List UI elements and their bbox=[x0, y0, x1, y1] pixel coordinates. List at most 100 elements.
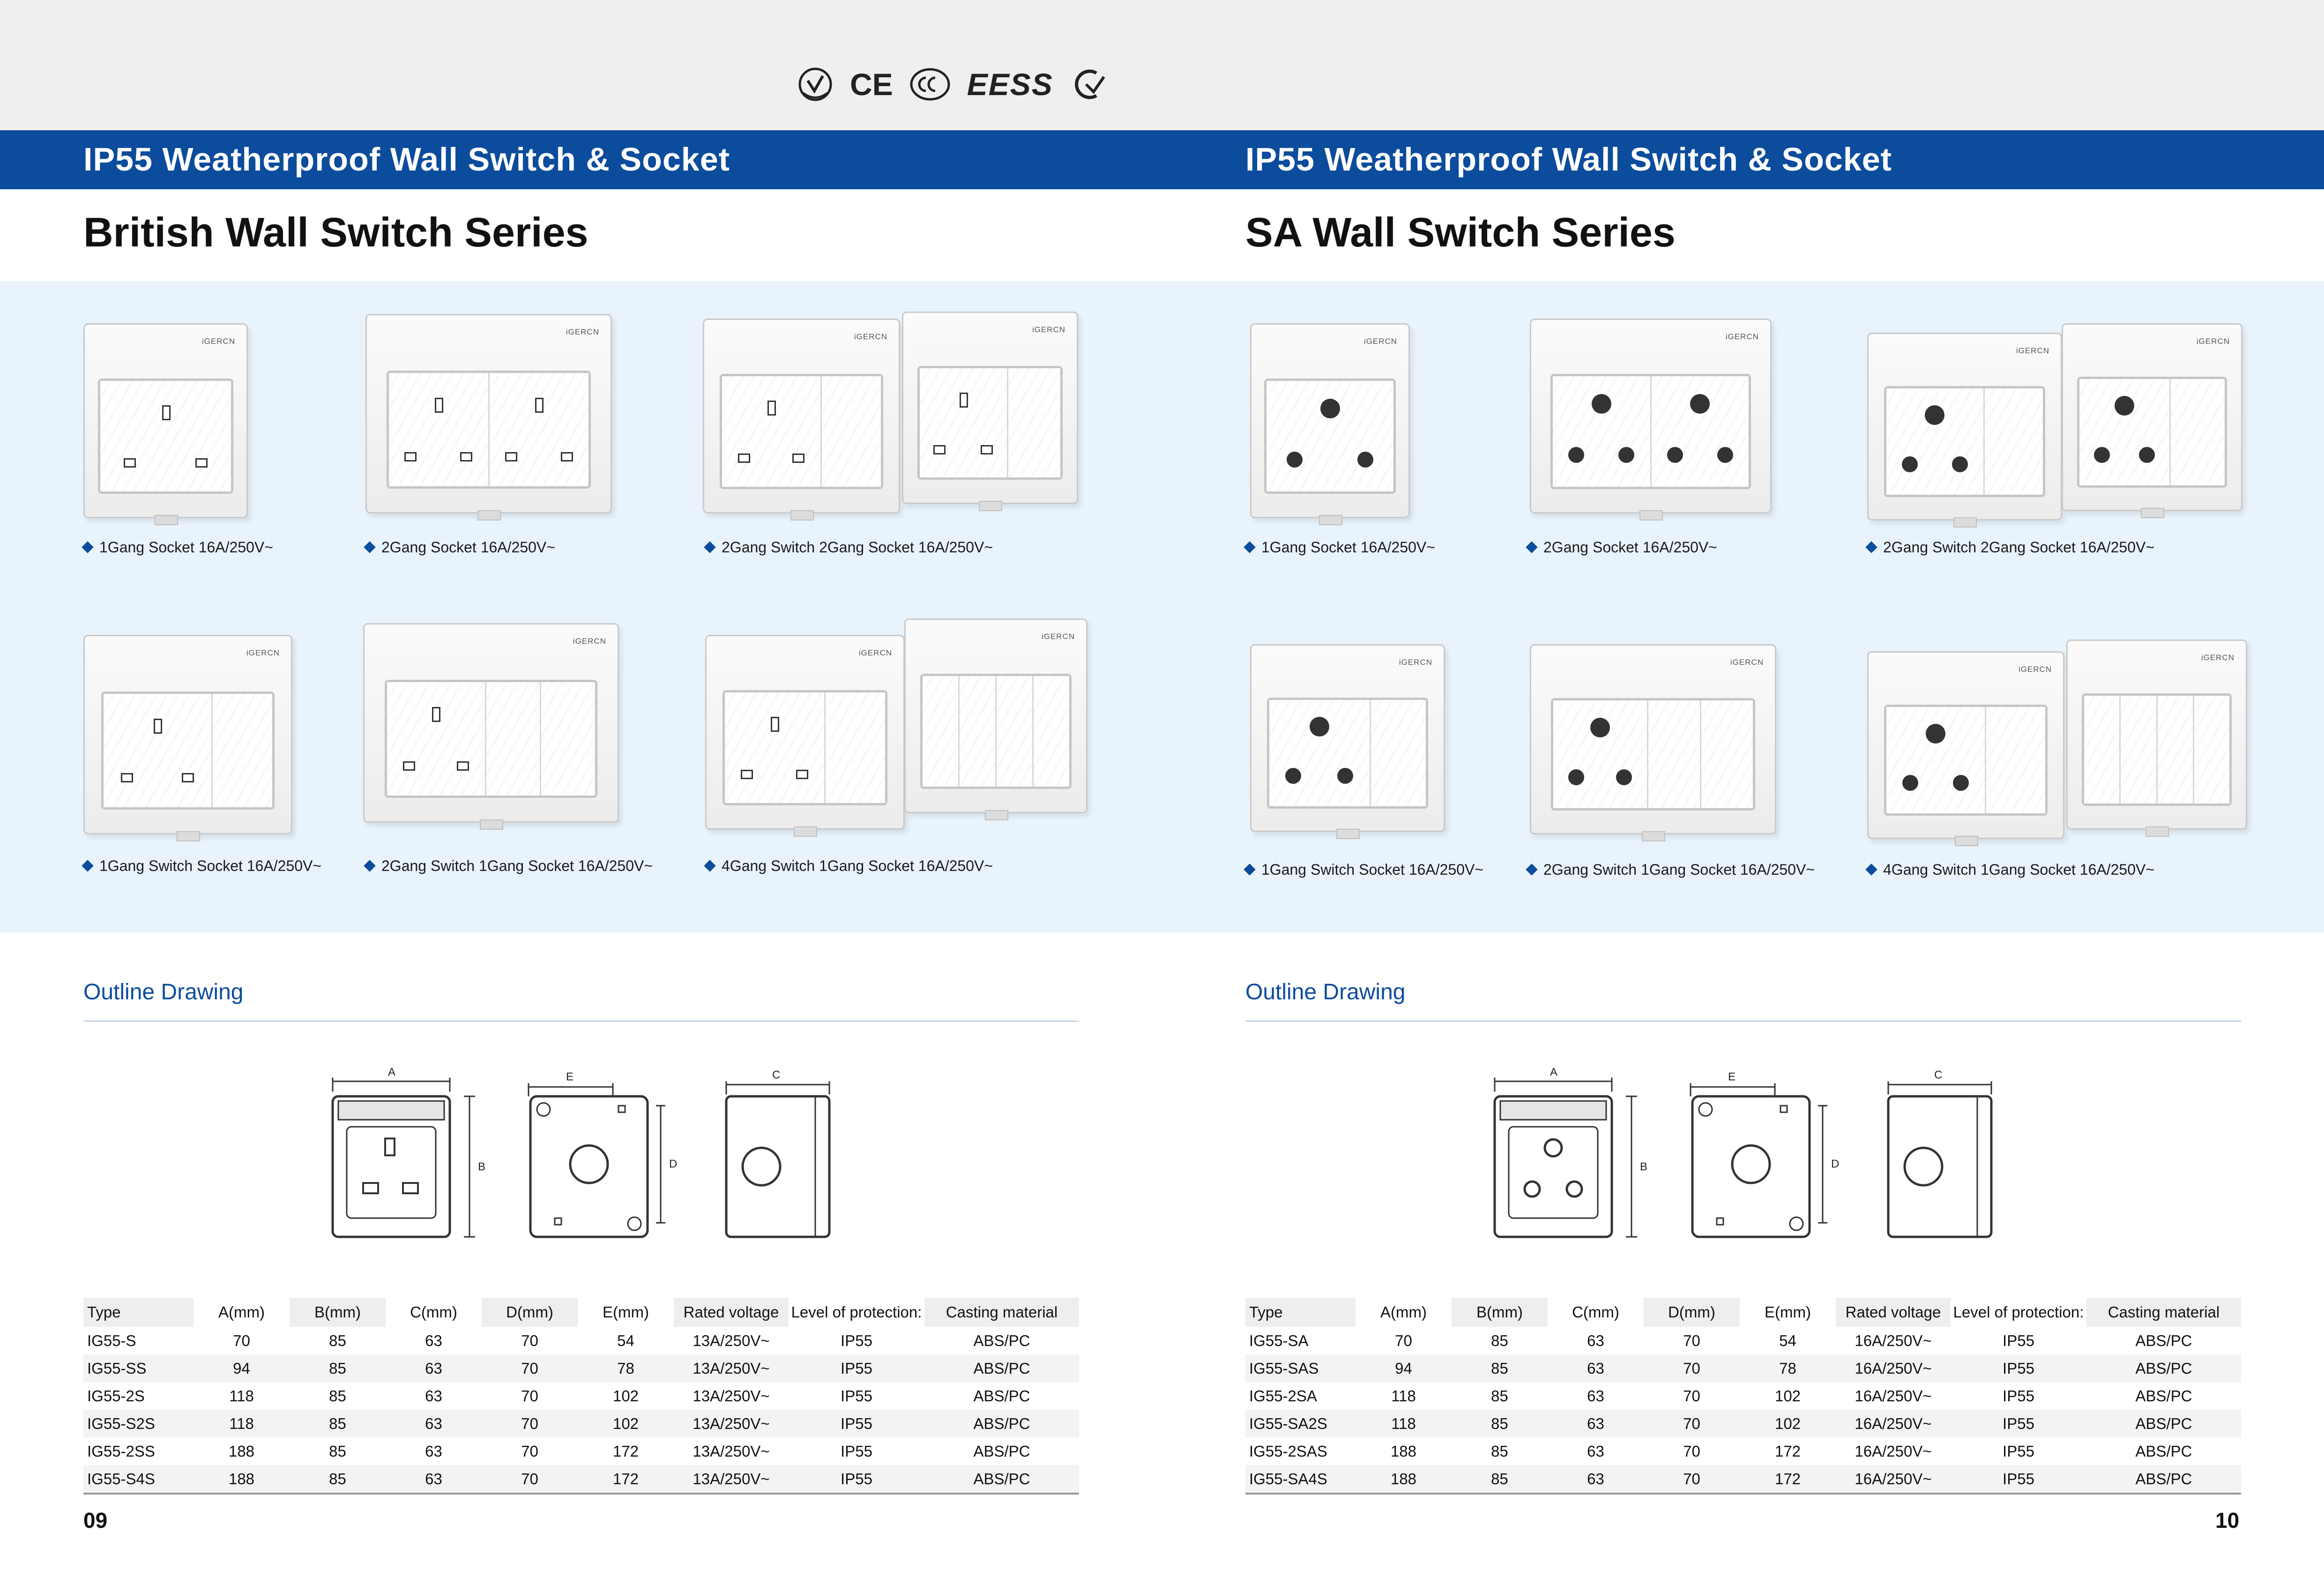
page-number-left: 09 bbox=[83, 1508, 108, 1532]
product-caption: 1Gang Switch Socket 16A/250V~ bbox=[82, 857, 321, 875]
column-header: Level of protection: bbox=[789, 1298, 924, 1327]
dim-label-c: C bbox=[1934, 1069, 1942, 1081]
product-image: iGERCN bbox=[1530, 319, 1772, 521]
product-image: iGERCN bbox=[2066, 640, 2247, 837]
product-image: iGERCN bbox=[2062, 323, 2242, 518]
brand-logo: iGERCN bbox=[858, 648, 892, 657]
column-header: C(mm) bbox=[386, 1298, 482, 1327]
brand-logo: iGERCN bbox=[1363, 337, 1397, 346]
column-header: B(mm) bbox=[1452, 1298, 1548, 1327]
column-header: Rated voltage bbox=[1836, 1298, 1951, 1327]
product-image: iGERCN bbox=[1530, 644, 1776, 841]
ccc-v-icon bbox=[798, 67, 832, 101]
banner-title-right: IP55 Weatherproof Wall Switch & Socket bbox=[1245, 141, 1892, 178]
brand-logo: iGERCN bbox=[2196, 337, 2230, 346]
product-caption: 2Gang Socket 16A/250V~ bbox=[1526, 539, 1717, 556]
series-title-left: British Wall Switch Series bbox=[83, 209, 588, 255]
product-caption: 1Gang Switch Socket 16A/250V~ bbox=[1244, 861, 1483, 878]
brand-logo: iGERCN bbox=[1399, 658, 1432, 667]
ce-mark-icon: CE bbox=[850, 67, 893, 102]
divider bbox=[83, 1020, 1079, 1022]
column-header: C(mm) bbox=[1548, 1298, 1644, 1327]
product-image: iGERCN bbox=[1867, 333, 2062, 528]
product-image: iGERCN bbox=[363, 623, 619, 830]
brand-logo: iGERCN bbox=[1730, 658, 1764, 667]
outline-title-right: Outline Drawing bbox=[1245, 980, 1406, 1004]
column-header: E(mm) bbox=[1740, 1298, 1836, 1327]
spec-table-right: Type A(mm) B(mm) C(mm) D(mm) E(mm) Rated… bbox=[1245, 1298, 2241, 1495]
brand-logo: iGERCN bbox=[854, 332, 887, 341]
product-caption: 4Gang Switch 1Gang Socket 16A/250V~ bbox=[1865, 861, 2154, 878]
column-header: Type bbox=[1245, 1298, 1356, 1327]
outline-drawing-right: A B E D C bbox=[1493, 1066, 1993, 1238]
brand-logo: iGERCN bbox=[566, 327, 599, 336]
banner-left: IP55 Weatherproof Wall Switch & Socket bbox=[0, 130, 1162, 189]
column-header: A(mm) bbox=[1356, 1298, 1452, 1327]
series-title-right: SA Wall Switch Series bbox=[1245, 209, 1676, 255]
banner-title-left: IP55 Weatherproof Wall Switch & Socket bbox=[83, 141, 730, 178]
product-image: iGERCN bbox=[705, 635, 905, 837]
certification-marks: CE EESS bbox=[797, 61, 1107, 108]
brand-logo: iGERCN bbox=[1032, 325, 1065, 334]
column-header: Rated voltage bbox=[674, 1298, 789, 1327]
dim-label-a: A bbox=[388, 1066, 395, 1079]
banner-right: IP55 Weatherproof Wall Switch & Socket bbox=[1162, 130, 2324, 189]
brand-logo: iGERCN bbox=[573, 637, 606, 646]
c-tick-icon bbox=[1074, 69, 1105, 99]
eess-mark-icon: EESS bbox=[967, 67, 1053, 102]
dim-label-b: B bbox=[1640, 1160, 1647, 1173]
product-image: iGERCN bbox=[1867, 651, 2064, 846]
brand-logo: iGERCN bbox=[1041, 632, 1075, 641]
column-header: Level of protection: bbox=[1951, 1298, 2086, 1327]
dim-label-a: A bbox=[1550, 1066, 1557, 1079]
dim-label-d: D bbox=[669, 1158, 677, 1170]
brand-logo: iGERCN bbox=[201, 337, 235, 346]
product-caption: 1Gang Socket 16A/250V~ bbox=[1244, 539, 1435, 556]
ccc-icon bbox=[910, 68, 950, 101]
column-header: E(mm) bbox=[578, 1298, 674, 1327]
product-caption: 2Gang Switch 1Gang Socket 16A/250V~ bbox=[1526, 861, 1815, 878]
dim-label-e: E bbox=[1728, 1071, 1736, 1083]
column-header: Casting material bbox=[2086, 1298, 2241, 1327]
product-image: iGERCN bbox=[1250, 323, 1410, 525]
brand-logo: iGERCN bbox=[2201, 653, 2235, 662]
dim-label-c: C bbox=[772, 1069, 780, 1081]
page-number-right: 10 bbox=[2215, 1508, 2240, 1532]
product-caption: 2Gang Switch 2Gang Socket 16A/250V~ bbox=[704, 539, 993, 556]
spec-table-left: Type A(mm) B(mm) C(mm) D(mm) E(mm) Rated… bbox=[83, 1298, 1079, 1495]
product-caption: 2Gang Switch 1Gang Socket 16A/250V~ bbox=[364, 857, 653, 875]
product-caption: 4Gang Switch 1Gang Socket 16A/250V~ bbox=[704, 857, 993, 875]
brand-logo: iGERCN bbox=[2016, 346, 2049, 355]
product-image: iGERCN bbox=[902, 312, 1078, 511]
product-image: iGERCN bbox=[703, 319, 900, 521]
dim-label-d: D bbox=[1831, 1158, 1839, 1170]
product-image: iGERCN bbox=[1250, 644, 1445, 839]
divider bbox=[1245, 1020, 2241, 1022]
top-band bbox=[0, 0, 2324, 130]
column-header: Type bbox=[83, 1298, 194, 1327]
brand-logo: iGERCN bbox=[246, 648, 280, 657]
column-header: B(mm) bbox=[290, 1298, 386, 1327]
product-caption: 2Gang Socket 16A/250V~ bbox=[364, 539, 555, 556]
column-header: D(mm) bbox=[482, 1298, 578, 1327]
product-caption: 2Gang Switch 2Gang Socket 16A/250V~ bbox=[1865, 539, 2154, 556]
column-header: A(mm) bbox=[194, 1298, 290, 1327]
outline-drawing-left: A B E D C bbox=[331, 1066, 831, 1238]
product-image: iGERCN bbox=[365, 314, 612, 521]
dim-label-b: B bbox=[478, 1160, 485, 1173]
brand-logo: iGERCN bbox=[2018, 665, 2052, 674]
brand-logo: iGERCN bbox=[1725, 332, 1759, 341]
outline-title-left: Outline Drawing bbox=[83, 980, 244, 1004]
